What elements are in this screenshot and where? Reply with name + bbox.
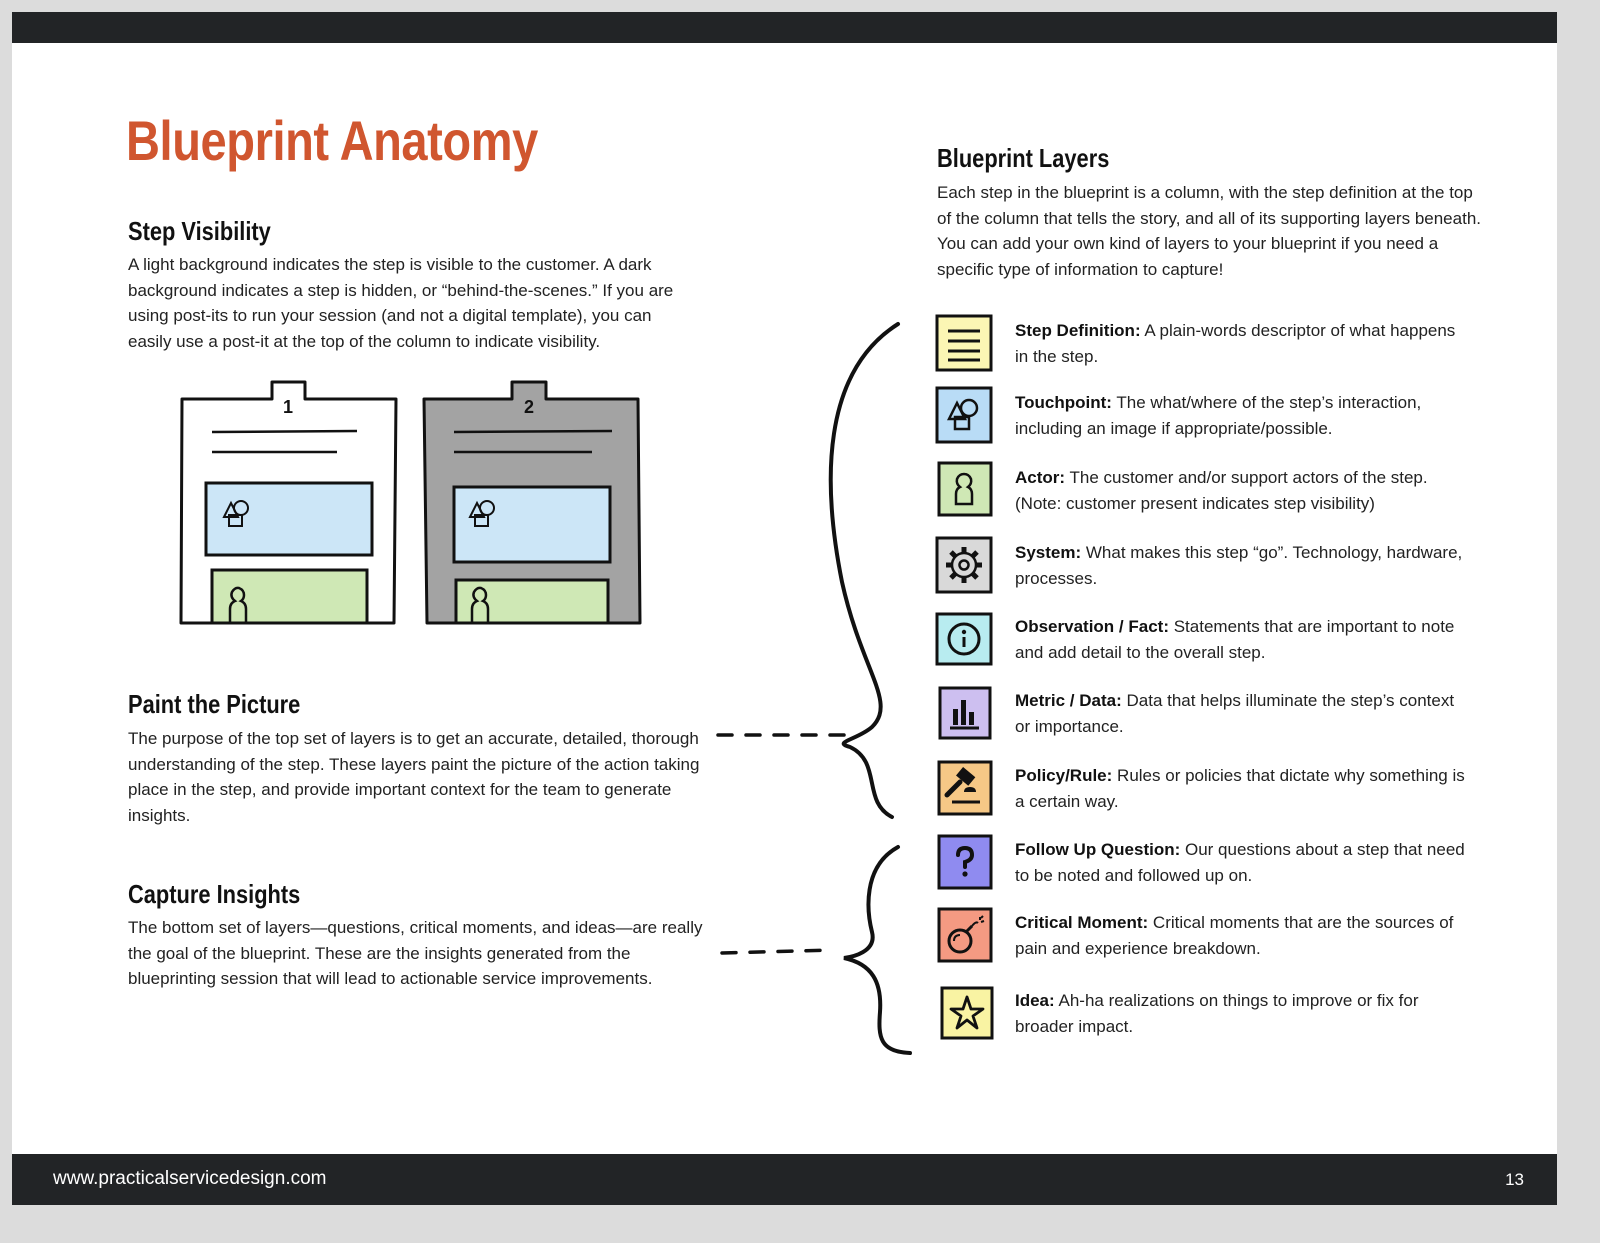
star-icon <box>940 986 994 1040</box>
layer-actor-text: Actor: The customer and/or support actor… <box>1015 468 1428 513</box>
capture-insights-heading: Capture Insights <box>128 879 301 909</box>
layer-touchpoint: Touchpoint: The what/where of the step’s… <box>934 385 1494 445</box>
layer-observation-fact-text: Observation / Fact: Statements that are … <box>1015 617 1455 662</box>
footer-bar: www.practicalservicedesign.com 13 <box>12 1154 1557 1205</box>
lines-icon <box>935 314 993 372</box>
capture-insights-brace <box>720 845 912 1055</box>
layer-idea: Idea: Ah-ha realizations on things to im… <box>934 983 1494 1043</box>
layer-idea-text: Idea: Ah-ha realizations on things to im… <box>1015 991 1419 1036</box>
layer-step-definition: Step Definition: A plain-words descripto… <box>934 313 1494 373</box>
layer-actor: Actor: The customer and/or support actor… <box>934 460 1494 520</box>
dark-card-tab-label: 2 <box>524 397 534 417</box>
layer-touchpoint-text: Touchpoint: The what/where of the step’s… <box>1015 393 1422 438</box>
layer-policy-rule: Policy/Rule: Rules or policies that dict… <box>934 758 1494 818</box>
question-icon <box>937 834 993 890</box>
gavel-icon <box>937 760 993 816</box>
bomb-icon <box>937 907 993 963</box>
top-bar <box>12 12 1557 43</box>
layer-follow-up-question: Follow Up Question: Our questions about … <box>934 832 1494 892</box>
blueprint-layers-intro: Each step in the blueprint is a column, … <box>937 183 1481 279</box>
layer-observation-fact: Observation / Fact: Statements that are … <box>934 609 1494 669</box>
layer-system-text: System: What makes this step “go”. Techn… <box>1015 543 1463 588</box>
paint-the-picture-brace <box>716 322 900 819</box>
step-visibility-illustration: 1 2 <box>179 380 642 625</box>
gear-icon <box>935 536 993 594</box>
layer-group-braces <box>716 322 912 1055</box>
layer-follow-up-question-text: Follow Up Question: Our questions about … <box>1015 840 1465 885</box>
step-visibility-body: A light background indicates the step is… <box>128 255 674 351</box>
layer-policy-rule-text: Policy/Rule: Rules or policies that dict… <box>1015 766 1465 811</box>
paint-the-picture-body: The purpose of the top set of layers is … <box>128 729 700 825</box>
info-icon <box>935 612 993 666</box>
document-page: Blueprint Anatomy Step Visibility A ligh… <box>12 12 1557 1205</box>
blueprint-layers-heading: Blueprint Layers <box>937 143 1110 173</box>
layer-step-definition-text: Step Definition: A plain-words descripto… <box>1015 321 1456 366</box>
light-card-tab-label: 1 <box>283 397 293 417</box>
bar-chart-icon <box>938 686 992 740</box>
step-visibility-heading: Step Visibility <box>128 216 271 246</box>
person-icon <box>937 461 993 517</box>
paint-the-picture-heading: Paint the Picture <box>128 689 301 719</box>
page-title: Blueprint Anatomy <box>126 109 538 172</box>
layer-metric-data: Metric / Data: Data that helps illuminat… <box>934 683 1494 743</box>
shapes-icon <box>935 386 993 444</box>
layer-system: System: What makes this step “go”. Techn… <box>934 535 1494 595</box>
layer-critical-moment: Critical Moment: Critical moments that a… <box>934 905 1494 965</box>
layer-metric-data-text: Metric / Data: Data that helps illuminat… <box>1015 691 1455 736</box>
capture-insights-body: The bottom set of layers—questions, crit… <box>128 918 703 988</box>
page-number: 13 <box>1505 1170 1524 1189</box>
footer-url: www.practicalservicedesign.com <box>53 1168 327 1189</box>
dark-step-card <box>422 380 642 625</box>
light-step-card <box>179 380 398 625</box>
layer-critical-moment-text: Critical Moment: Critical moments that a… <box>1015 913 1454 958</box>
